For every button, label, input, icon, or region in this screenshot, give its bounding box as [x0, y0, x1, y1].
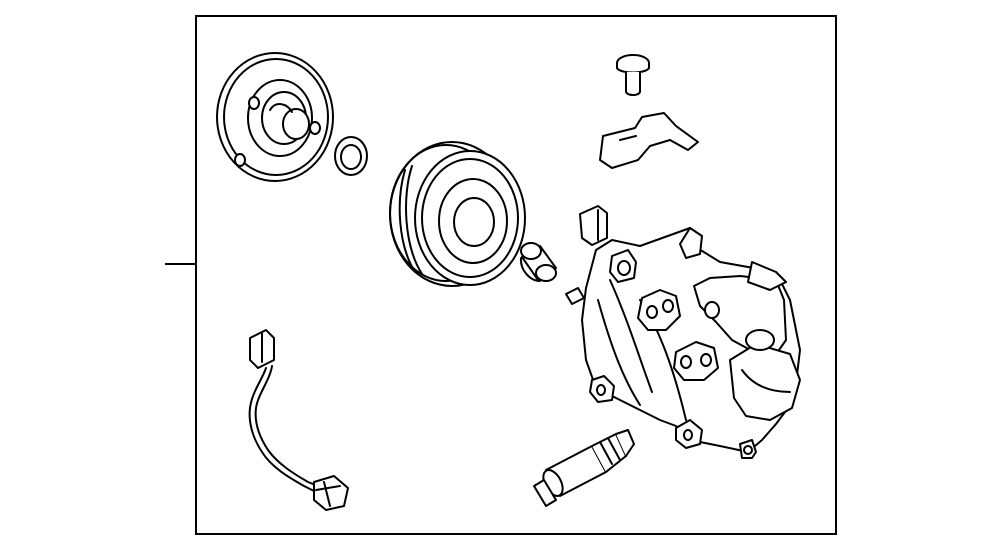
pulley-assembly: [389, 141, 526, 287]
clutch-hub-plate: [216, 52, 334, 182]
mounting-bolt: [616, 54, 650, 96]
shim-ring: [334, 136, 368, 176]
bearing-sleeve: [519, 242, 557, 282]
diagram-frame: [195, 15, 837, 535]
wiring-harness-connector: [248, 329, 349, 511]
ac-compressor-body: [565, 205, 801, 459]
bracket-plate: [599, 112, 699, 169]
pressure-relief-valve: [533, 429, 635, 507]
